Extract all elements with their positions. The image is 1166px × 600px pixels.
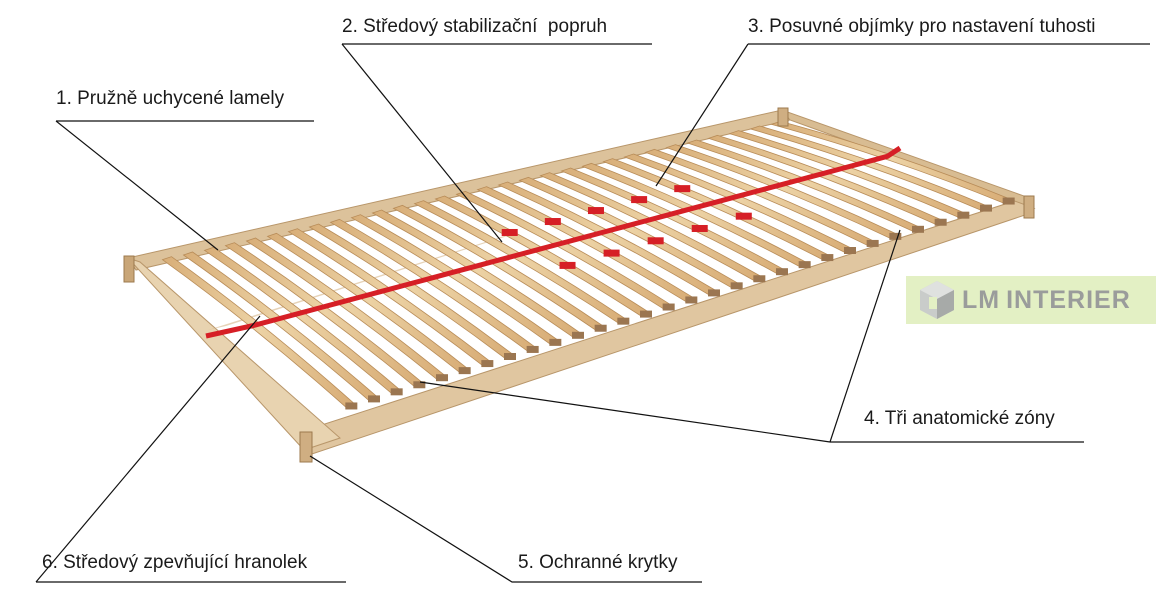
label-center-beam: 6. Středový zpevňující hranolek [42,552,308,573]
stiffness-sleeve [631,196,648,204]
slat-end-cap [662,303,675,311]
stiffness-sleeve [674,185,691,193]
slat-end-cap [821,254,834,262]
slat-end-cap [504,353,516,360]
stiffness-sleeve [603,249,620,257]
slat-end-cap [368,395,380,403]
slat-end-cap [889,232,902,240]
slat-end-cap [572,331,584,339]
cap-group [345,197,1015,410]
leader-line-4-pointer-a [419,381,831,443]
stiffness-sleeve [544,218,561,226]
leader-line-3-pointer [655,43,749,187]
slat-end-cap [594,324,607,332]
logo-text-interier: INTERIER [1006,285,1131,314]
corner-cap-front-right [1023,195,1035,219]
stiffness-sleeve [559,261,576,269]
leader-line-1-pointer [55,120,219,251]
slat-end-cap [753,275,766,283]
slat-end-cap [957,211,970,219]
label-flexible-slats: 1. Pružně uchycené lamely [56,88,285,109]
slat-end-cap [730,282,743,290]
center-stabilizing-strap [205,145,902,339]
label-anatomic-zones: 4. Tři anatomické zóny [864,408,1055,429]
leader-line-2-pointer [341,43,503,243]
leader-line-6-pointer [35,315,261,583]
slat-end-cap [617,317,630,325]
frame-left-rail [126,256,341,451]
cube-logo-icon [920,281,954,319]
slat [770,120,1015,204]
leader-line-4-pointer-b [829,229,901,443]
label-sliding-sleeves: 3. Posuvné objímky pro nastavení tuhosti [748,16,1096,37]
slats-group [161,120,1015,409]
corner-cap-front-left [299,431,313,463]
leader-line-5 [309,455,702,583]
slat-end-cap [640,310,652,318]
slat [749,125,993,212]
slat-end-cap [436,374,448,382]
slat-end-cap [685,296,698,304]
slat-end-cap [413,381,426,389]
slat-end-cap [481,360,494,368]
slat-end-cap [458,367,471,375]
stiffness-sleeve [587,207,604,215]
slat-end-cap [912,225,924,233]
strap-group [205,145,902,339]
stiffness-sleeve [735,212,752,220]
slat-end-cap [798,261,811,269]
corner-cap-back-right [777,107,789,127]
sleeve-group [501,185,752,269]
logo-text-lm: LM [962,285,1001,314]
stiffness-sleeve [501,228,518,236]
stiffness-sleeve [691,224,708,232]
slat-end-cap [866,239,879,247]
corner-cap-back-left [123,255,135,283]
slat-end-cap [708,289,720,297]
slat-end-cap [549,338,562,346]
slat-end-cap [776,268,788,276]
slat-end-cap [844,247,856,254]
slat-end-cap [980,204,992,212]
stiffness-sleeve [647,237,664,245]
label-center-strap: 2. Středový stabilizační popruh [342,16,608,37]
slat-end-cap [390,388,403,396]
slat-end-cap [345,402,358,410]
slat-end-cap [526,345,539,353]
slat-end-cap [1002,197,1015,205]
lm-interier-logo: LM INTERIER [906,276,1156,324]
label-protective-caps: 5. Ochranné krytky [518,552,678,573]
slat-end-cap [934,218,947,226]
